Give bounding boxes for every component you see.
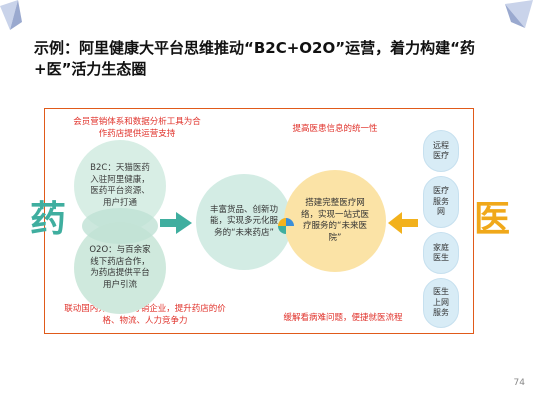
future-pharmacy-circle: 丰富货品、创新功能，实现多元化服务的“未来药店” [196, 174, 292, 270]
service-online-doctor: 医生上网服务 [423, 278, 459, 328]
circle-overlap [82, 208, 158, 244]
bottom-right-note: 缓解看病难问题，便捷就医流程 [283, 313, 403, 323]
future-hospital-circle: 搭建完整医疗网络，实现一站式医疗服务的“未来医院” [284, 170, 386, 272]
diagram-frame [44, 108, 474, 334]
service-medical-network: 医疗服务网 [423, 176, 459, 228]
corner-decoration-right [505, 0, 533, 28]
right-arrow-icon [160, 212, 192, 234]
medicine-char: 药 [30, 199, 67, 240]
future-pharmacy-text: 丰富货品、创新功能，实现多元化服务的“未来药店” [209, 204, 278, 238]
b2c-text: B2C：天猫医药入驻阿里健康，医药平台资源、用户打通 [90, 163, 150, 208]
bottom-left-note: 联动国内外生产、分销企业，提升药店的价格、物流、人力竞争力 [64, 304, 226, 326]
alihealth-logo-icon [278, 218, 294, 234]
o2o-text: O2O：与百余家线下药店合作，为药店提供平台用户引流 [89, 245, 151, 290]
page-title: 示例：阿里健康大平台思维推动“B2C+O2O”运营，着力构建“药+医”活力生态圈 [34, 39, 475, 78]
page-number: 74 [513, 378, 525, 388]
service-family-doctor: 家庭医生 [423, 232, 459, 274]
top-right-note: 提高医患信息的统一性 [292, 124, 378, 134]
corner-decoration-left [0, 0, 22, 30]
future-hospital-text: 搭建完整医疗网络，实现一站式医疗服务的“未来医院” [300, 198, 369, 243]
doctor-char: 医 [474, 199, 511, 240]
top-left-note: 会员营销体系和数据分析工具为合作药店提供运营支持 [73, 117, 201, 139]
left-arrow-icon [388, 212, 418, 234]
service-remote-medicine: 远程医疗 [423, 130, 459, 172]
